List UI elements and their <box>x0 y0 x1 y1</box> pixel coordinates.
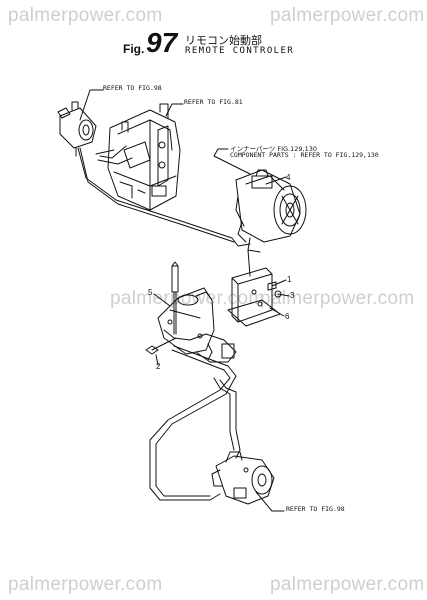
reference-component-parts: COMPONENT PARTS : REFER TO FIG.129,130 <box>230 151 379 159</box>
reference-fig98-bottom: REFER TO FIG.98 <box>286 505 345 513</box>
remote-motor <box>235 169 307 253</box>
lower-cable <box>149 345 241 501</box>
reference-leader-lines <box>79 89 285 512</box>
callout-1: 1 <box>287 275 292 284</box>
watermark: palmerpower.com <box>8 574 163 595</box>
mounting-bracket <box>227 267 282 327</box>
control-lever-unit <box>157 261 237 363</box>
figure-number: 97 <box>146 27 178 58</box>
reference-fig98-top: REFER TO FIG.98 <box>103 84 162 92</box>
callout-5: 5 <box>148 288 153 297</box>
engine-block <box>95 103 181 211</box>
figure-title-japanese: リモコン始動部 <box>185 34 262 47</box>
figure-prefix: Fig. <box>123 42 145 56</box>
callout-4: 4 <box>286 173 291 182</box>
callout-2: 2 <box>156 362 161 371</box>
watermark: palmerpower.com <box>260 288 415 309</box>
lower-actuator <box>211 451 275 505</box>
reference-inner-parts: インナーパーツ FIG.129,130 <box>230 145 318 153</box>
callout-3: 3 <box>290 291 295 300</box>
bolt-part-2 <box>145 337 177 355</box>
watermark: palmerpower.com <box>270 574 425 595</box>
watermark: palmerpower.com <box>110 288 265 309</box>
watermark: palmerpower.com <box>8 5 163 26</box>
solenoid-actuator <box>57 101 97 157</box>
watermark: palmerpower.com <box>270 5 425 26</box>
upper-cable <box>77 147 251 247</box>
motor-to-bracket-cable <box>247 249 251 277</box>
figure-title-english: REMOTE CONTROLER <box>185 46 295 56</box>
callout-6: 6 <box>285 312 290 321</box>
reference-fig81: REFER TO FIG.81 <box>184 98 243 106</box>
